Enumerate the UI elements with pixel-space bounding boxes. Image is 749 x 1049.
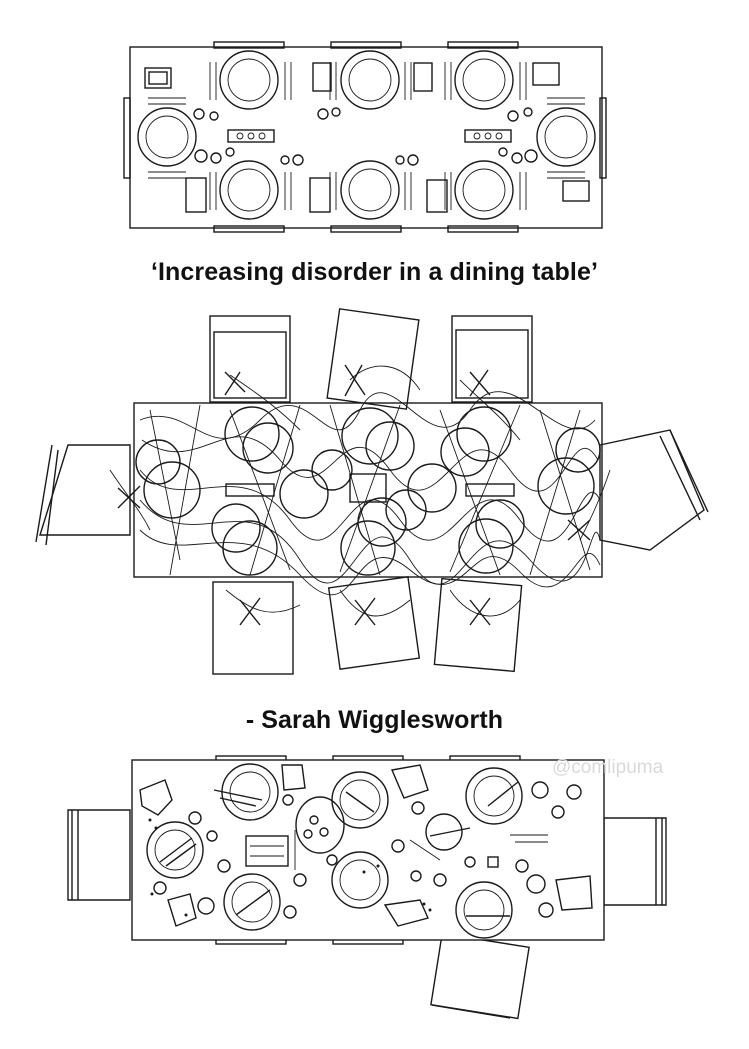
- ordered-centre-dishes: [227, 129, 512, 143]
- after-napkins-and-debris: [139, 764, 593, 927]
- ordered-table-drawing: [123, 41, 607, 233]
- artist-credit: - Sarah Wigglesworth: [245, 706, 504, 734]
- after-glasses: [153, 781, 582, 919]
- ordered-table-top: [129, 46, 603, 229]
- after-crumbs: [148, 818, 432, 917]
- watermark: @comlipuma: [552, 757, 664, 778]
- traces-centre-dishes: [225, 473, 515, 503]
- ordered-cutlery: [148, 62, 585, 210]
- after-table-top: [131, 759, 605, 941]
- after-cutlery: [159, 781, 548, 917]
- artwork-title: ‘Increasing disorder in a dining table’: [150, 258, 599, 286]
- ordered-napkins: [144, 62, 590, 213]
- after-plates: [146, 763, 523, 939]
- traces-plates: [135, 406, 601, 576]
- traces-scribbles: [109, 364, 611, 626]
- ordered-glasses: [193, 107, 538, 166]
- traces-table-top: [133, 402, 603, 578]
- overlaid-traces-drawing: [35, 308, 709, 675]
- traces-chairs: [35, 308, 709, 675]
- after-meal-drawing: [67, 755, 667, 1020]
- ordered-plates: [137, 50, 596, 220]
